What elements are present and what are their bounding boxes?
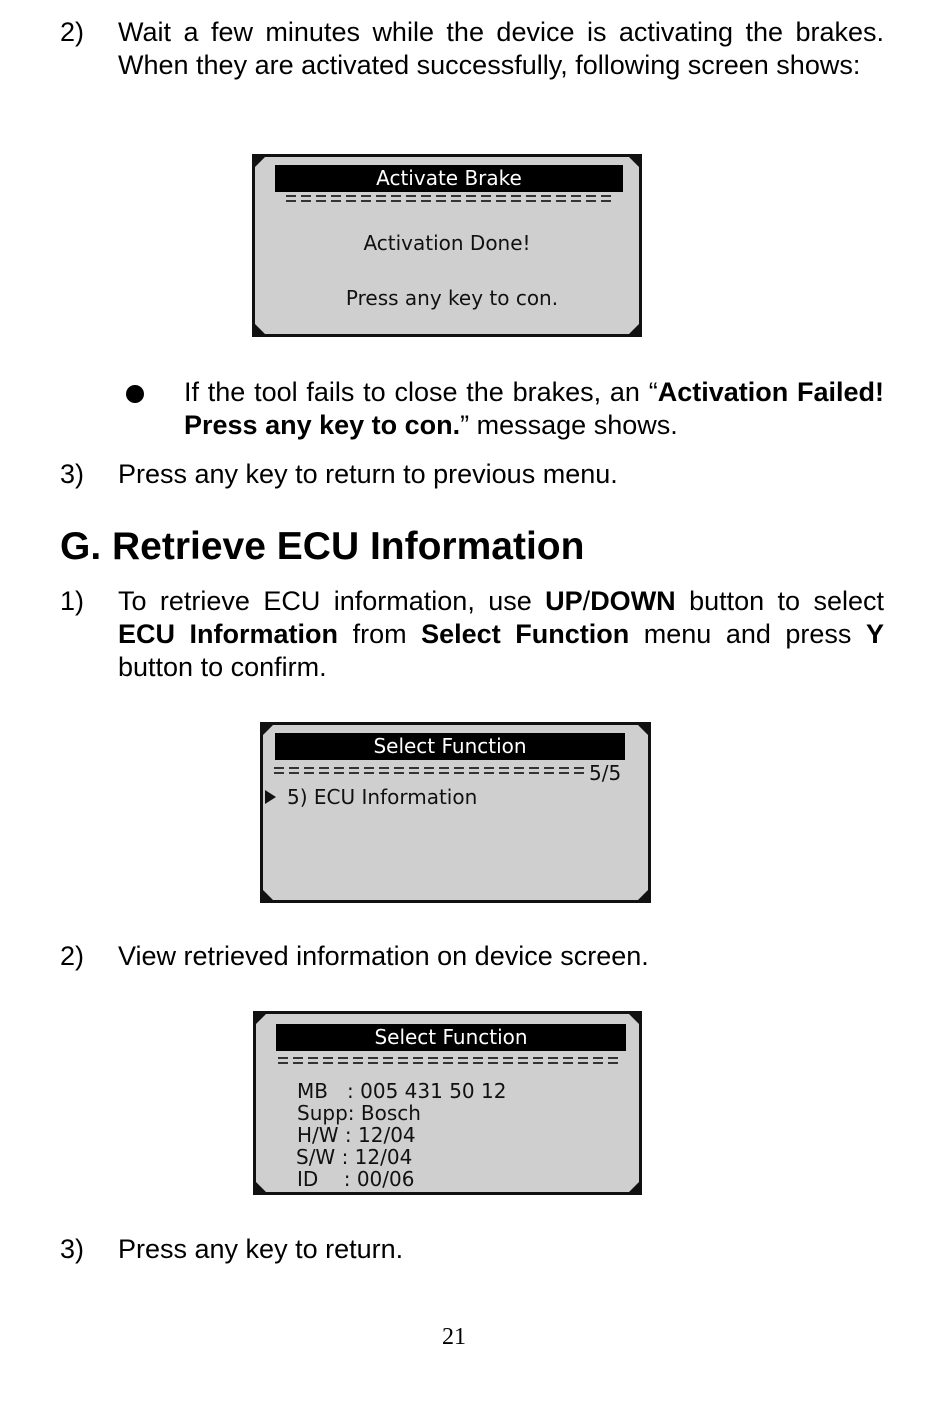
step-number: 3) [60,459,85,489]
ecu-info-software: S/W : 12/04 [296,1145,413,1169]
ecu-info-mb: MB : 005 431 50 12 [297,1079,507,1103]
screen-corner [628,323,640,335]
bold-up: UP [545,586,583,616]
step-1-retrieve-ecu: 1) To retrieve ECU information, use UP/D… [60,585,884,684]
step-text: View retrieved information on device scr… [118,941,649,971]
text-run: from [338,619,422,649]
step-text: To retrieve ECU information, use UP/DOWN… [118,585,884,684]
step-2-view-info: 2) View retrieved information on device … [60,940,884,973]
text-run: To retrieve ECU information, use [118,586,546,616]
separator-line [286,195,612,202]
bullet-icon [126,385,144,403]
screen-corner [637,724,649,736]
screen-corner [628,1013,640,1025]
screen-title: Activate Brake [275,165,623,192]
text-run: button to select [675,586,884,616]
ecu-info-hardware: H/W : 12/04 [297,1123,416,1147]
screen-corner [254,323,266,335]
screen-corner [262,889,274,901]
bold-ecu-information: ECU Information [118,619,339,649]
screen-corner [255,1013,267,1025]
step-text: Press any key to return. [118,1234,404,1264]
text-run: menu and press [629,619,866,649]
step-number: 3) [60,1234,85,1264]
activation-done-text: Activation Done! [363,231,531,255]
step-3-return-menu: 3) Press any key to return to previous m… [60,458,884,491]
menu-item-ecu-information: 5) ECU Information [287,785,478,809]
step-text: Wait a few minutes while the device is a… [118,17,884,80]
text-run: / [582,586,591,616]
step-number: 1) [60,586,85,616]
screen-corner [262,724,274,736]
press-key-text: Press any key to con. [345,286,559,310]
step-number: 2) [60,941,85,971]
page-indicator: 5/5 [589,761,622,785]
screen-corner [637,889,649,901]
step-2-activation-wait: 2) Wait a few minutes while the device i… [60,16,884,82]
step-number: 2) [60,17,85,47]
separator-line [278,1057,618,1064]
ecu-info-supplier: Supp: Bosch [297,1101,421,1125]
screen-corner [255,1181,267,1193]
screen-title: Select Function [275,733,625,760]
bold-down: DOWN [590,586,676,616]
screen-title: Select Function [276,1024,626,1051]
device-screen-select-function-menu: Select Function 5/5 5) ECU Information [260,722,651,903]
ecu-info-id: ID : 00/06 [297,1167,415,1191]
section-heading: G. Retrieve ECU Information [60,525,585,568]
bullet-prefix: If the tool fails to close the brakes, a… [184,377,658,407]
device-screen-activate-brake: Activate Brake Activation Done! Press an… [252,154,642,337]
step-3-return: 3) Press any key to return. [60,1233,884,1266]
screen-corner [254,156,266,168]
bold-select-function: Select Function [421,619,630,649]
bullet-text: If the tool fails to close the brakes, a… [184,376,884,442]
step-text: Press any key to return to previous menu… [118,459,618,489]
separator-line [274,767,586,774]
bullet-bold-message: Activation Failed! Press any key to con. [184,377,885,440]
device-screen-ecu-info: Select Function MB : 005 431 50 12 Supp:… [253,1011,642,1195]
screen-corner [628,156,640,168]
bullet-activation-failed: If the tool fails to close the brakes, a… [126,376,884,442]
text-run: button to confirm. [118,652,327,682]
selection-arrow-icon [265,790,276,804]
page-number: 21 [442,1324,466,1350]
bold-y: Y [865,619,884,649]
screen-corner [628,1181,640,1193]
bullet-suffix: ” message shows. [460,410,678,440]
